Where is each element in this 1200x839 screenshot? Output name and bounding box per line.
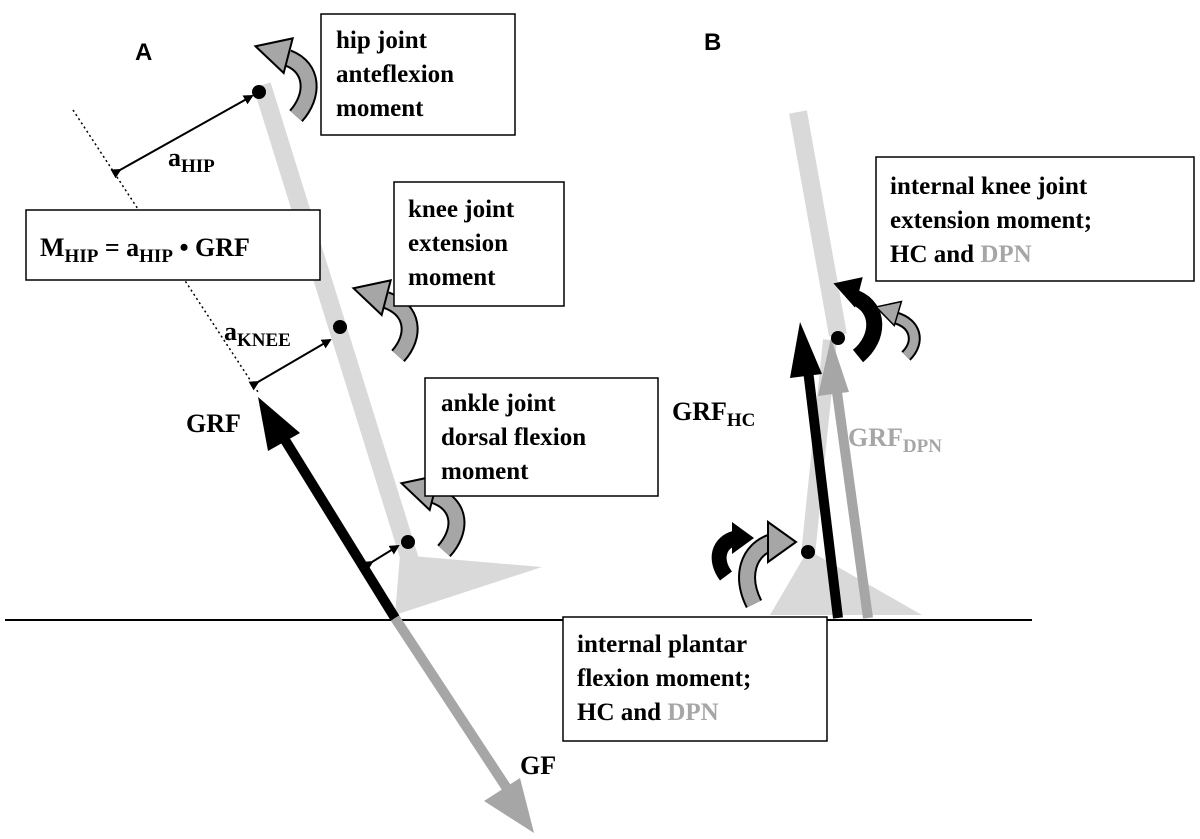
gf-arrow-head xyxy=(484,778,534,833)
plantar-box-line-2: flexion moment; xyxy=(577,665,751,692)
grf-hc-arrow-head xyxy=(790,322,822,378)
grf-arrow-head xyxy=(258,397,300,451)
foot-a xyxy=(395,555,542,615)
a-knee-label: aKNEE xyxy=(224,317,291,351)
knee-box-line-1: knee joint xyxy=(408,196,515,223)
hip-joint-dot xyxy=(252,85,266,99)
internal-plantar-moment-box xyxy=(562,616,828,742)
internal-knee-box-line-3: HC and DPN xyxy=(890,241,1032,268)
ankle-joint-dot xyxy=(401,535,415,549)
grf-label: GRF xyxy=(186,409,241,438)
a-hip-arrow xyxy=(110,95,254,179)
ankle-moment-dpn-arrow-icon xyxy=(738,520,798,609)
a-knee-arrow xyxy=(248,338,332,391)
knee-moment-dpn-arrow-icon xyxy=(874,300,921,361)
hip-moment-box xyxy=(320,13,516,136)
panel-b-label: B xyxy=(704,29,721,56)
hip-box-line-3: moment xyxy=(336,95,424,122)
grf-hc-arrow-shaft xyxy=(803,369,843,619)
foot-b xyxy=(770,550,922,615)
a-ankle-arrow xyxy=(362,544,400,571)
knee-joint-dot-b xyxy=(831,331,845,345)
grf-dpn-arrow-shaft xyxy=(831,384,873,619)
plantar-box-line-3: HC and DPN xyxy=(577,699,719,726)
formula-box xyxy=(25,209,321,281)
grf-dpn-label: GRFDPN xyxy=(848,423,942,457)
hip-box-line-1: hip joint xyxy=(336,27,428,54)
grf-line-of-action xyxy=(72,109,259,393)
internal-knee-moment-box xyxy=(875,156,1195,282)
knee-moment-box xyxy=(393,181,565,307)
internal-knee-box-line-2: extension moment; xyxy=(890,207,1092,234)
hip-moment-arrow-icon xyxy=(253,37,318,123)
ankle-box-line-3: moment xyxy=(441,458,529,485)
ankle-joint-dot-b xyxy=(801,545,815,559)
knee-box-line-2: extension xyxy=(408,230,508,257)
grf-dpn-arrow-head xyxy=(818,338,849,396)
gf-arrow-shaft xyxy=(390,615,513,793)
grf-hc-label: GRFHC xyxy=(672,397,755,431)
a-hip-label: aHIP xyxy=(168,143,215,177)
plantar-box-line-1: internal plantar xyxy=(577,631,747,658)
knee-box-line-3: moment xyxy=(408,264,496,291)
hip-box-line-2: anteflexion xyxy=(336,61,454,88)
knee-moment-hc-arrow-icon xyxy=(833,277,883,363)
leg-segment-b xyxy=(789,110,847,337)
ankle-box-line-1: ankle joint xyxy=(441,390,556,417)
knee-joint-dot xyxy=(333,320,347,334)
ankle-box-line-2: dorsal flexion xyxy=(441,424,586,451)
internal-knee-box-line-1: internal knee joint xyxy=(890,173,1088,200)
grf-arrow-shaft xyxy=(280,437,400,621)
gf-label: GF xyxy=(520,751,556,780)
panel-a-label: A xyxy=(135,39,152,66)
hip-moment-formula: MHIP = aHIP • GRF xyxy=(40,233,250,267)
ankle-moment-hc-arrow-icon xyxy=(711,522,754,581)
ankle-moment-box xyxy=(424,377,659,497)
